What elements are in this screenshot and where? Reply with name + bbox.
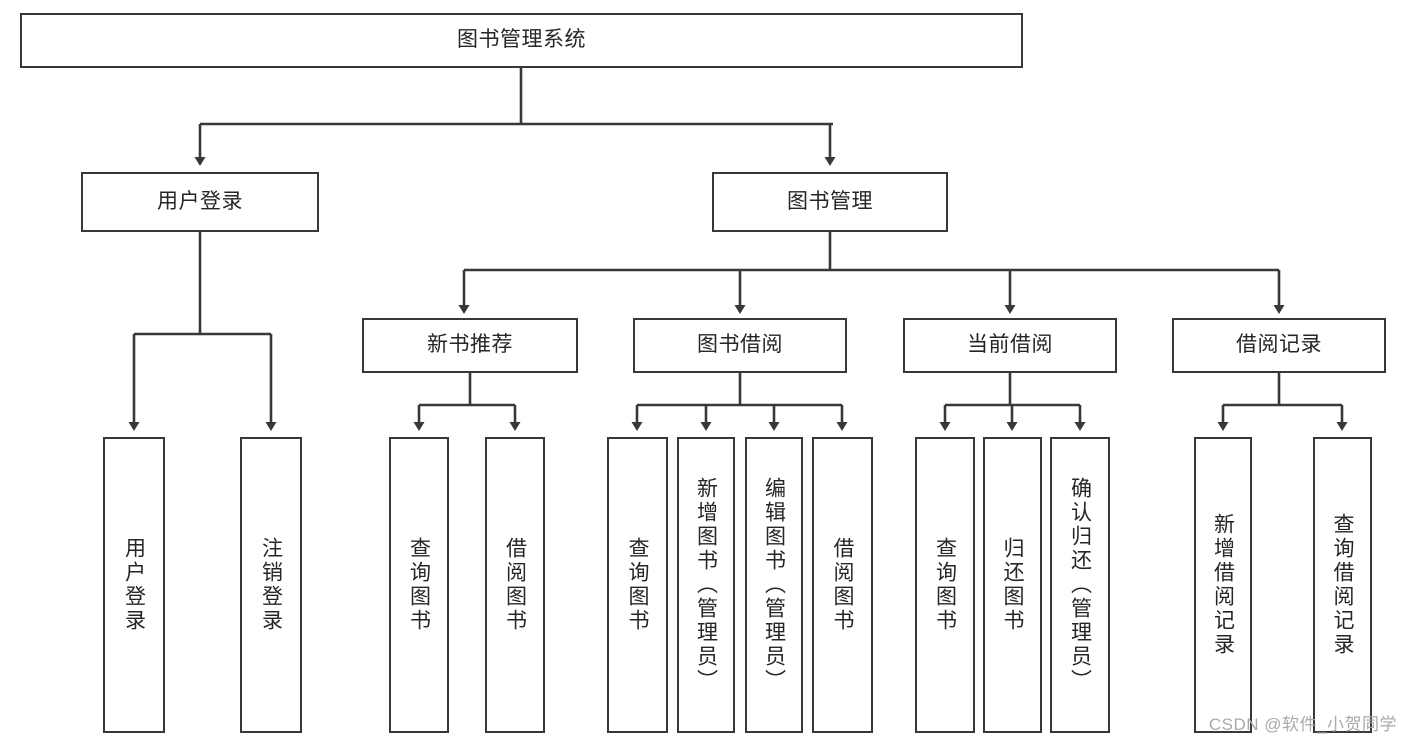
leaf-node-label: 新增图书（管理员） <box>694 477 718 693</box>
node-borrow-record[interactable]: 借阅记录 <box>1172 318 1386 373</box>
leaf-node[interactable]: 归还图书 <box>983 437 1042 733</box>
leaf-node-label: 归还图书 <box>1001 537 1024 633</box>
node-borrow-record-label: 借阅记录 <box>1236 333 1322 357</box>
leaf-node-label: 查询借阅记录 <box>1331 513 1354 657</box>
leaf-node[interactable]: 用户登录 <box>103 437 165 733</box>
node-user-login[interactable]: 用户登录 <box>81 172 319 232</box>
node-current-borrow-label: 当前借阅 <box>967 333 1053 357</box>
leaf-node[interactable]: 查询图书 <box>607 437 668 733</box>
node-root[interactable]: 图书管理系统 <box>20 13 1023 68</box>
leaf-node[interactable]: 查询借阅记录 <box>1313 437 1372 733</box>
node-current-borrow[interactable]: 当前借阅 <box>903 318 1117 373</box>
leaf-node-label: 注销登录 <box>259 537 283 633</box>
leaf-node-label: 查询图书 <box>407 537 431 633</box>
node-new-book-recommend[interactable]: 新书推荐 <box>362 318 578 373</box>
leaf-node-label: 新增借阅记录 <box>1211 513 1235 657</box>
leaf-node[interactable]: 查询图书 <box>915 437 975 733</box>
leaf-node[interactable]: 确认归还（管理员） <box>1050 437 1110 733</box>
leaf-node-label: 用户登录 <box>122 537 146 633</box>
node-book-borrow[interactable]: 图书借阅 <box>633 318 847 373</box>
node-new-book-recommend-label: 新书推荐 <box>427 333 513 357</box>
node-user-login-label: 用户登录 <box>157 189 243 213</box>
leaf-node-label: 查询图书 <box>933 537 957 633</box>
node-book-management-label: 图书管理 <box>787 189 873 213</box>
node-book-borrow-label: 图书借阅 <box>697 333 783 357</box>
node-book-management[interactable]: 图书管理 <box>712 172 948 232</box>
leaf-node[interactable]: 借阅图书 <box>485 437 545 733</box>
leaf-node[interactable]: 查询图书 <box>389 437 449 733</box>
leaf-node[interactable]: 编辑图书（管理员） <box>745 437 803 733</box>
leaf-node-label: 确认归还（管理员） <box>1068 477 1092 693</box>
leaf-node-label: 编辑图书（管理员） <box>762 477 786 693</box>
watermark-text: CSDN @软件_小贺同学 <box>1208 715 1397 734</box>
leaf-node[interactable]: 新增图书（管理员） <box>677 437 735 733</box>
leaf-node-label: 借阅图书 <box>831 537 854 633</box>
leaf-node-label: 借阅图书 <box>503 537 527 633</box>
leaf-node-label: 查询图书 <box>626 537 649 633</box>
leaf-node[interactable]: 注销登录 <box>240 437 302 733</box>
leaf-node[interactable]: 借阅图书 <box>812 437 873 733</box>
leaf-node[interactable]: 新增借阅记录 <box>1194 437 1252 733</box>
node-root-label: 图书管理系统 <box>457 28 586 52</box>
